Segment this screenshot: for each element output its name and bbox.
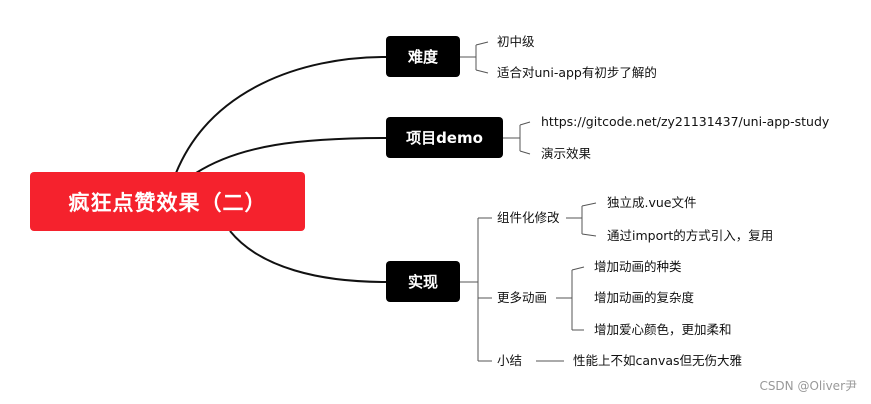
connector-difficulty-leaves [460,41,489,74]
leaf-demo-effect[interactable]: 演示效果 [541,146,592,161]
leaf-demo-url[interactable]: https://gitcode.net/zy21131437/uni-app-s… [541,114,830,129]
subtopic-component-refactor[interactable]: 组件化修改 [497,210,560,225]
subtopic-more-animations[interactable]: 更多动画 [497,290,548,305]
connector-root-impl [229,230,387,283]
subtopic-summary[interactable]: 小结 [497,353,523,368]
leaf-animation-types[interactable]: 增加动画的种类 [594,259,682,274]
connector-component-leaves [566,202,597,237]
connector-demo-leaves [503,121,531,155]
leaf-difficulty-level[interactable]: 初中级 [497,34,535,49]
connector-root-difficulty [175,56,387,174]
topic-implementation[interactable]: 实现 [386,261,460,302]
connector-impl-subtopics [460,217,492,362]
connector-animation-leaves [556,266,585,331]
root-topic[interactable]: 疯狂点赞效果（二） [30,172,305,231]
topic-difficulty[interactable]: 难度 [386,36,460,77]
leaf-summary-performance[interactable]: 性能上不如canvas但无伤大雅 [573,353,743,368]
connector-root-demo [195,137,387,174]
leaf-component-import[interactable]: 通过import的方式引入，复用 [607,228,774,243]
topic-project-demo[interactable]: 项目demo [386,117,503,158]
leaf-animation-complexity[interactable]: 增加动画的复杂度 [594,290,695,305]
leaf-difficulty-audience[interactable]: 适合对uni-app有初步了解的 [497,65,657,80]
leaf-component-vue-file[interactable]: 独立成.vue文件 [607,195,697,210]
watermark: CSDN @Oliver尹 [759,379,857,393]
leaf-animation-heart-color[interactable]: 增加爱心颜色，更加柔和 [594,322,732,337]
